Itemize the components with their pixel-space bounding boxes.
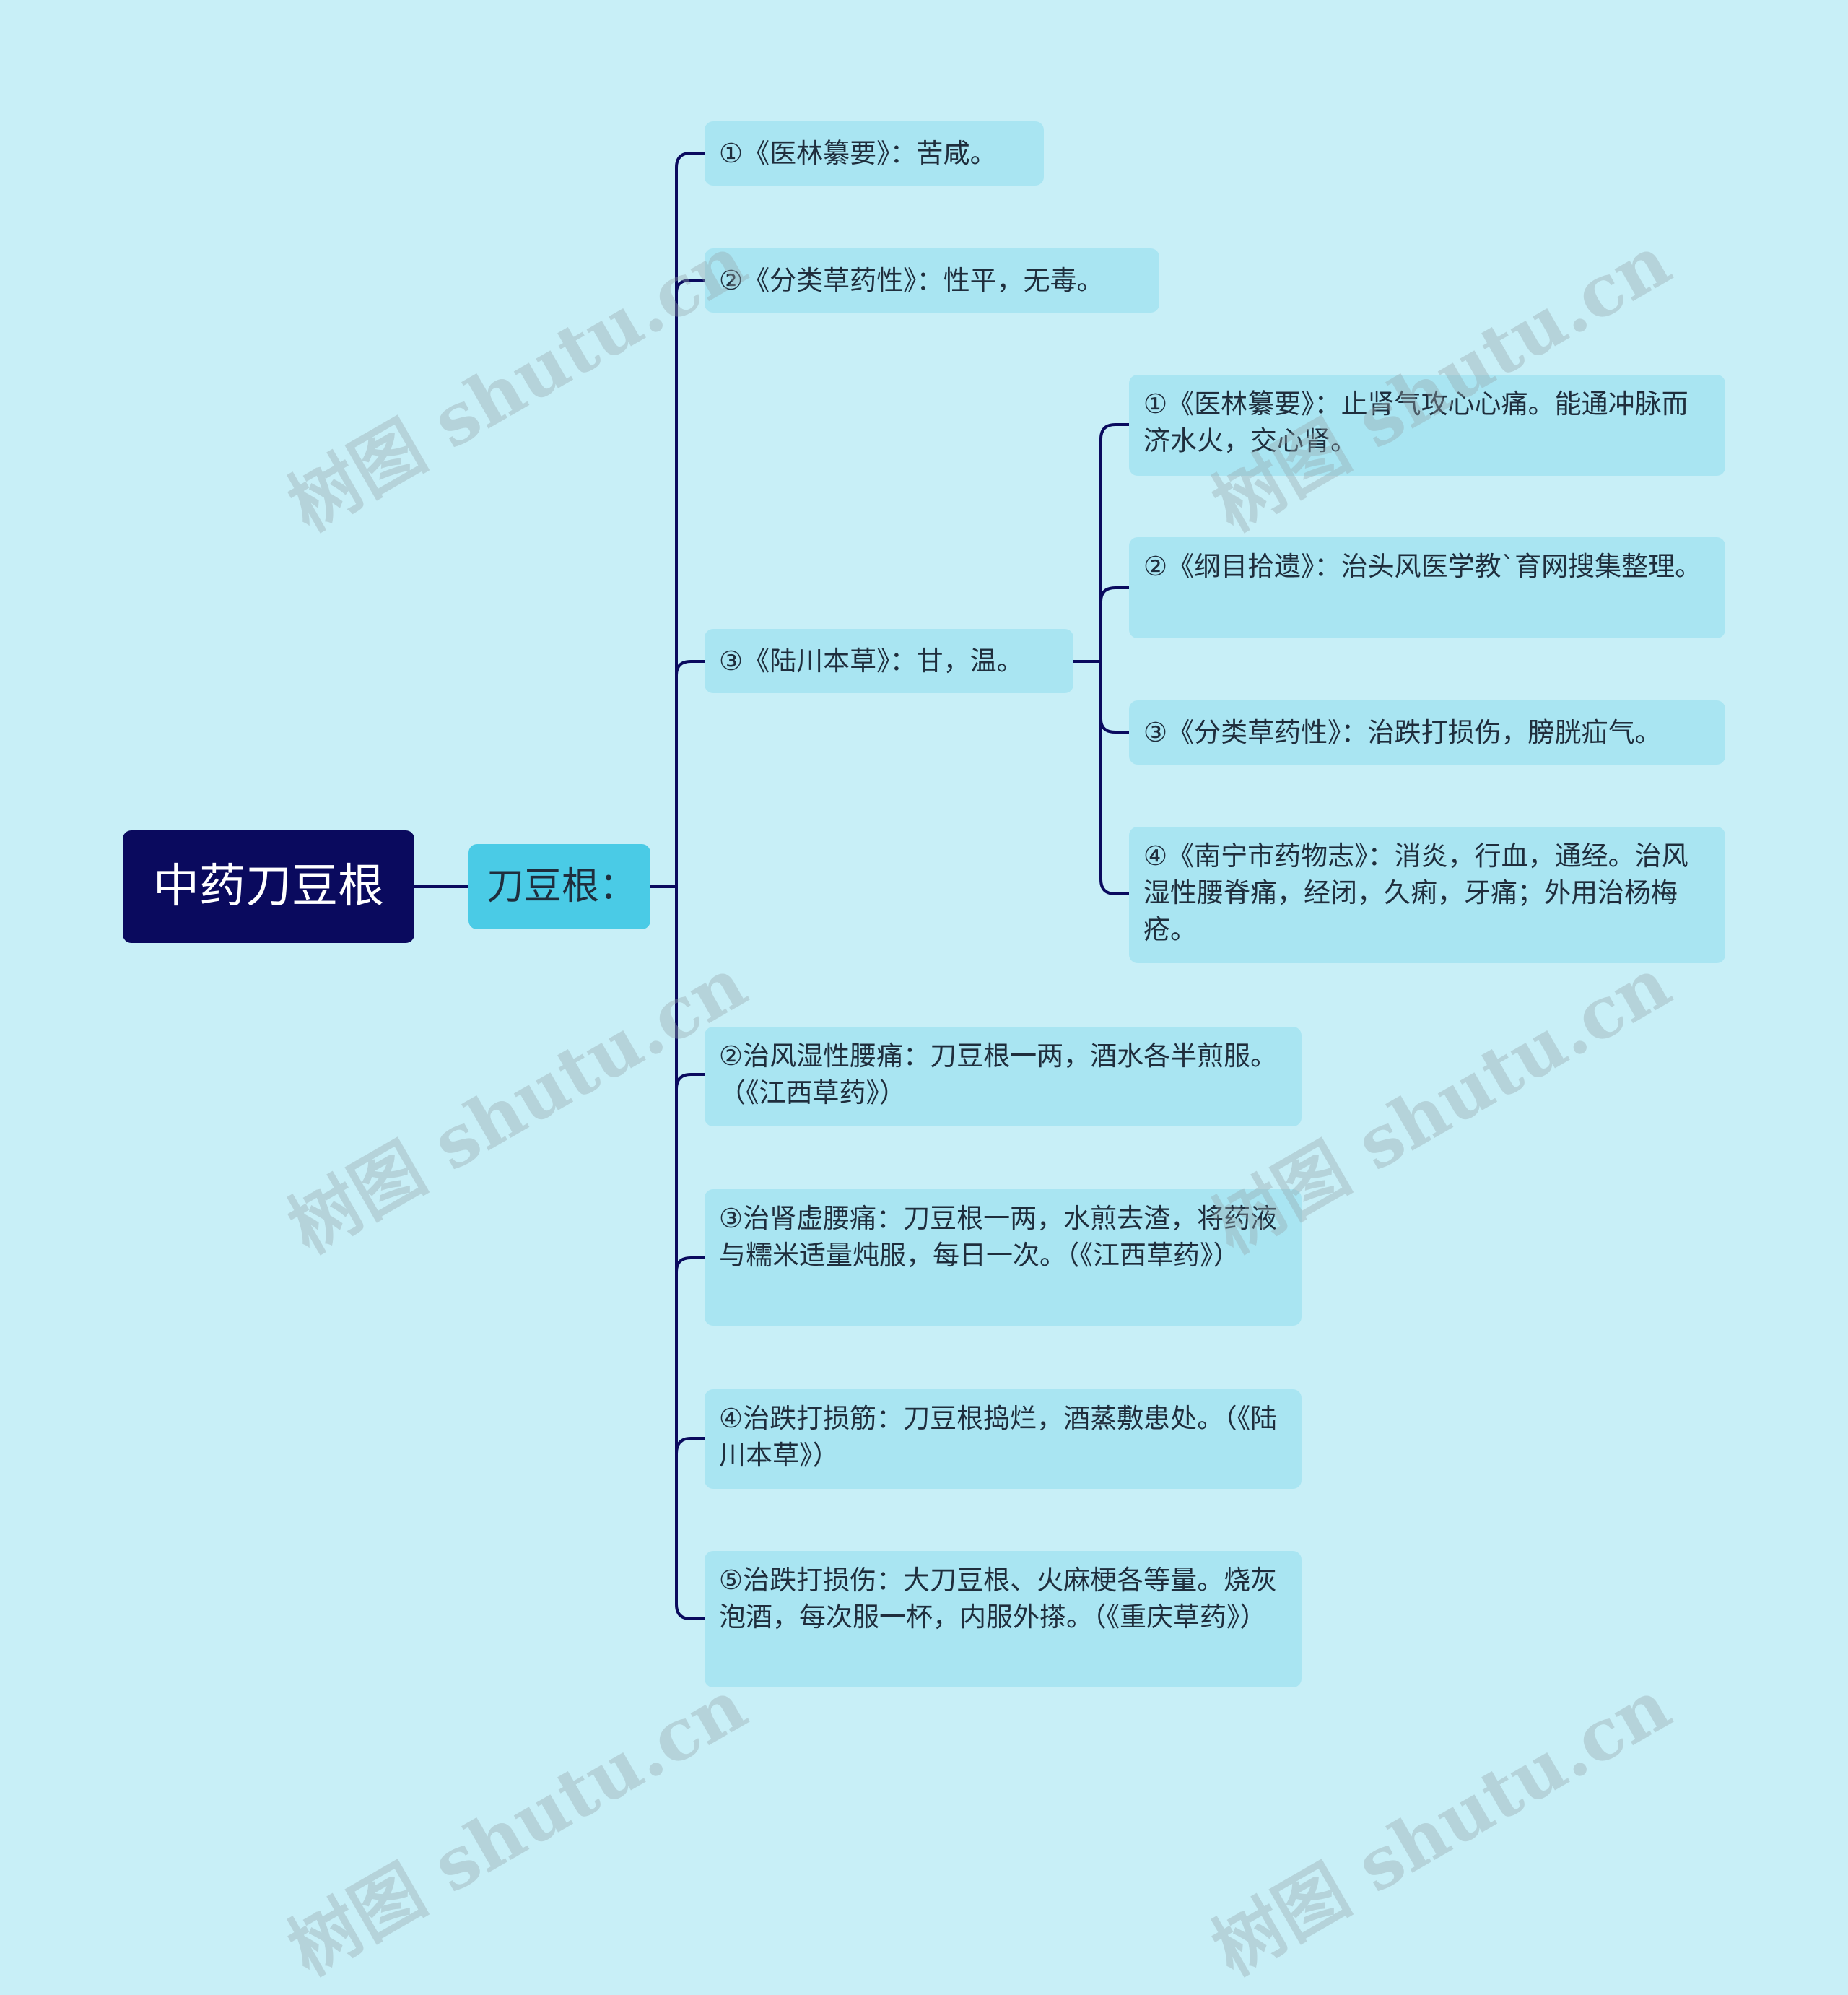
branch-node-7[interactable]: ⑤治跌打损伤：大刀豆根、火麻梗各等量。烧灰泡酒，每次服一杯，内服外搽。（《重庆草… bbox=[705, 1551, 1302, 1687]
branch-node-3[interactable]: ③《陆川本草》：甘，温。 bbox=[705, 629, 1073, 693]
branch-node-1[interactable]: ①《医林纂要》：苦咸。 bbox=[705, 121, 1044, 186]
sub-branch-node-2[interactable]: ②《纲目拾遗》：治头风医学教`育网搜集整理。 bbox=[1129, 537, 1725, 638]
branch-node-6[interactable]: ④治跌打损筋：刀豆根捣烂，酒蒸敷患处。（《陆川本草》） bbox=[705, 1389, 1302, 1489]
connector-trunk bbox=[675, 152, 705, 168]
sub-branch-node-1[interactable]: ①《医林纂要》：止肾气攻心心痛。能通冲脉而济水火，交心肾。 bbox=[1129, 375, 1725, 476]
root-node[interactable]: 中药刀豆根 bbox=[123, 830, 414, 943]
sub-branch-node-4[interactable]: ④《南宁市药物志》：消炎，行血，通经。治风湿性腰脊痛，经闭，久痢，牙痛；外用治杨… bbox=[1129, 827, 1725, 963]
topic-node[interactable]: 刀豆根： bbox=[468, 844, 650, 929]
branch-node-5[interactable]: ③治肾虚腰痛：刀豆根一两，水煎去渣，将药液与糯米适量炖服，每日一次。（《江西草药… bbox=[705, 1189, 1302, 1326]
connector-lines bbox=[414, 152, 1129, 1620]
sub-branch-node-3[interactable]: ③《分类草药性》：治跌打损伤，膀胱疝气。 bbox=[1129, 700, 1725, 765]
branch-node-4[interactable]: ②治风湿性腰痛：刀豆根一两，酒水各半煎服。（《江西草药》） bbox=[705, 1027, 1302, 1126]
branch-node-2[interactable]: ②《分类草药性》：性平，无毒。 bbox=[705, 248, 1159, 313]
